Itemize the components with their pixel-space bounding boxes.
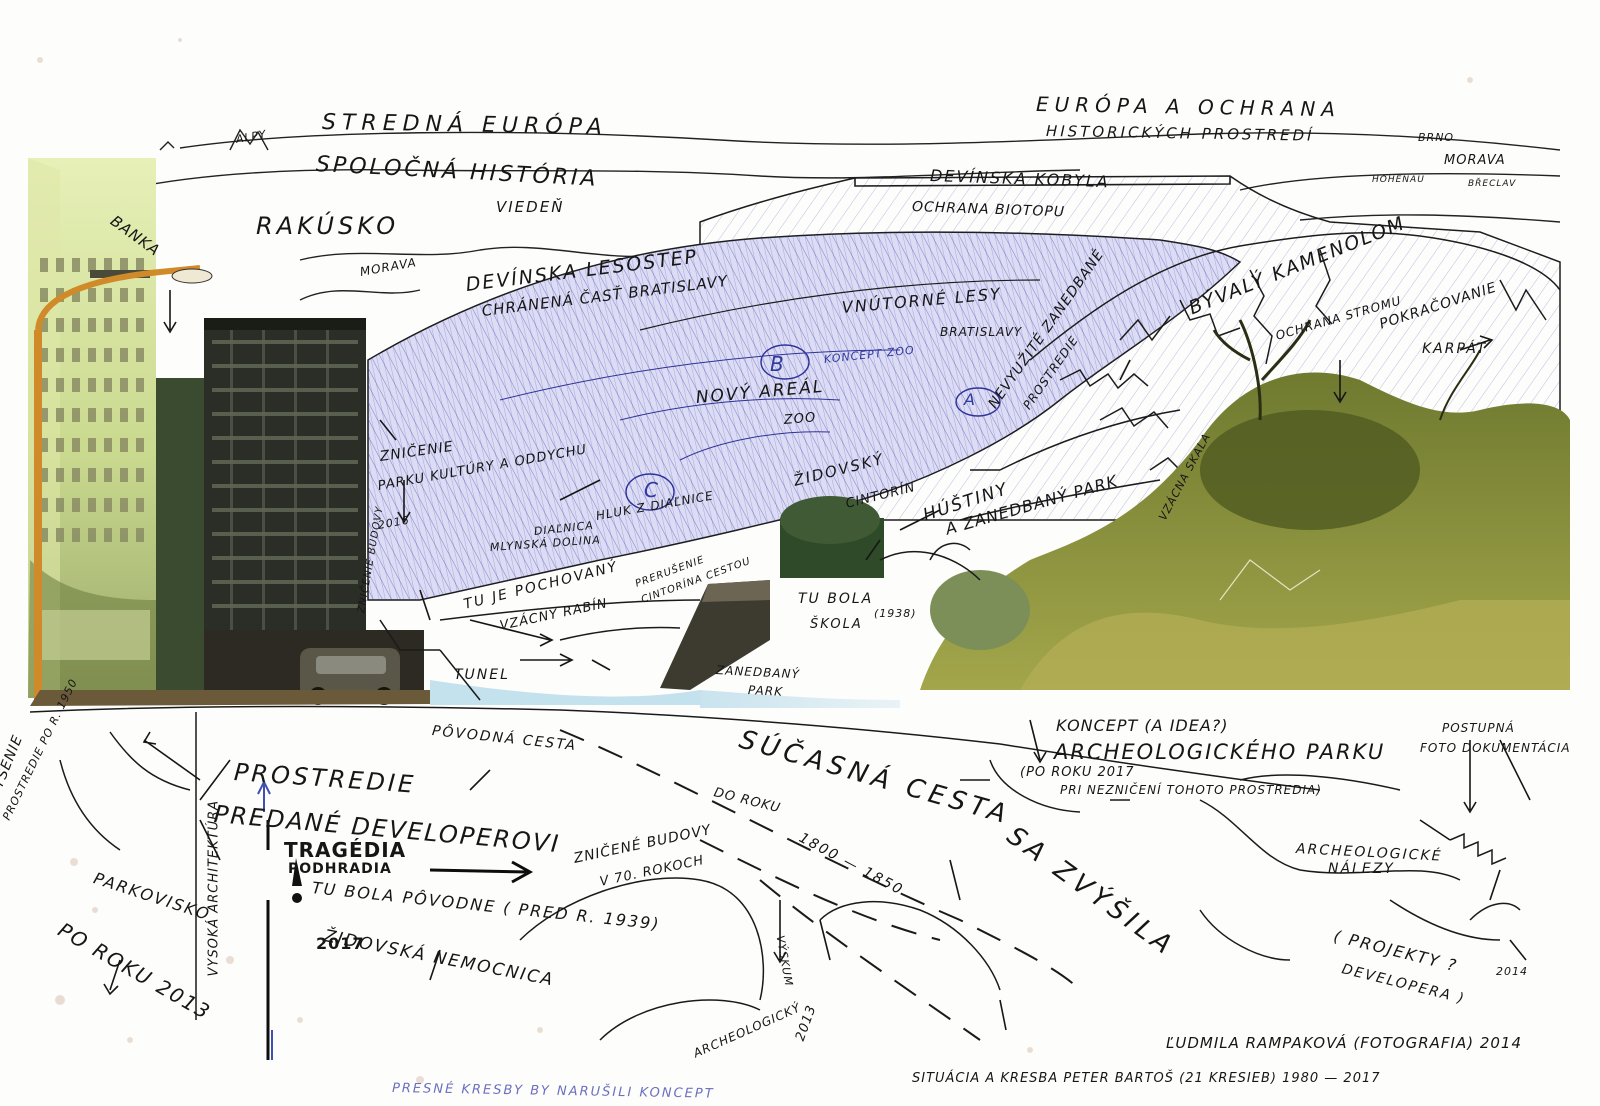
label-park: PARK [747,683,784,699]
label-tunel: TUNEL [454,667,510,683]
label-po-roku-2017: (PO ROKU 2017 [1020,765,1135,780]
label-vysoka-architektura: VYSOKÁ ARCHITEKTÚRA [206,799,222,977]
label-historickych: HISTORICKÝCH PROSTREDÍ [1045,122,1315,145]
label-karpat: KARPÁT [1422,341,1488,357]
paper-stains [37,38,1473,1084]
ridge-lines [89,128,1561,301]
exclamation-mark [292,858,302,903]
label-skola: ŠKOLA [810,617,863,632]
label-mark-b: B [770,352,785,376]
label-rok-1938: (1938) [874,607,917,620]
label-bratislavy: BRATISLAVY [940,325,1023,339]
photo-bank-building [28,158,156,698]
photo-tower-block [30,318,430,706]
street-lamp [34,265,213,700]
annotation-arrows [103,290,1531,1031]
label-hohenau: HOHENAU [1372,175,1425,185]
lower-terrain-lines [29,542,1521,1041]
label-nalezy: NÁLEZY [1328,861,1395,877]
label-tragedia: TRAGÉDIA [284,838,407,862]
label-morava-ne: MORAVA [1444,153,1506,168]
label-tu-bola: TU BOLA [798,591,874,607]
label-rok-2017: 2017 [316,934,365,953]
label-ludmila: ĽUDMILA RAMPAKOVÁ (FOTOGRAFIA) 2014 [1166,1034,1523,1052]
blue-hatched-slope [367,231,1242,601]
label-rok-2014: 2014 [1496,965,1528,978]
photo-hillside [430,319,1570,708]
label-koncept-idea: KONCEPT (A IDEA?) [1056,716,1229,735]
label-viden: VIEDEŇ [496,198,565,216]
label-podhradia: PODHRADIA [288,861,392,877]
label-archeologickeho-parku: ARCHEOLOGICKÉHO PARKU [1054,740,1386,764]
blue-arrows [257,779,273,1060]
label-zoo: ZOO [783,410,817,428]
label-mark-a: A [964,390,976,409]
label-postupna: POSTUPNÁ [1442,721,1515,735]
label-breclav: BŘECLAV [1468,179,1517,189]
bold-arrows [266,820,534,1060]
road-dashes [559,729,1081,1041]
label-mark-c: C [644,478,659,502]
label-foto-dokumentacia: FOTO DOKUMENTÁCIA [1420,741,1571,755]
label-brno: BRNO [1418,131,1455,144]
label-rakusko: RAKÚSKO [256,212,400,240]
quarry-cliff [959,231,1561,561]
label-stredna-europa: STREDNÁ EURÓPA [321,110,609,140]
label-pri-neznicen: PRI NEZNIČENÍ TOHOTO PROSTREDIA) [1060,783,1322,797]
label-situacia: SITUÁCIA A KRESBA PETER BARTOŠ (21 KRESI… [912,1071,1381,1086]
label-europa-ochrana: EURÓPA A OCHRANA [1035,92,1342,122]
